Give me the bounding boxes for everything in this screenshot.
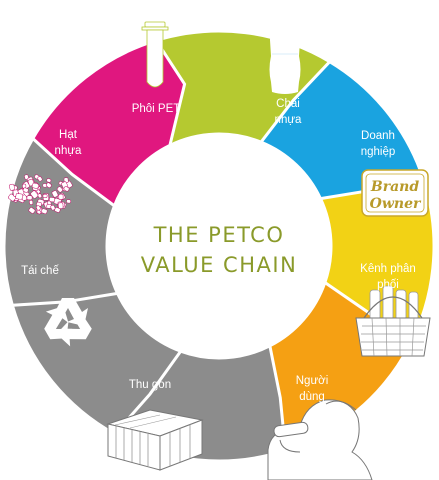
pellet — [9, 183, 15, 191]
center-disc — [107, 134, 331, 358]
pellet — [36, 209, 42, 215]
segment-3-label-line1: Doanh — [361, 130, 395, 142]
segment-4-label-line1: Kênh phân — [360, 263, 416, 275]
segment-4-label-line2: phối — [377, 279, 399, 291]
pellet — [63, 186, 70, 192]
pellet — [26, 195, 33, 201]
plastic-pellets-icon — [8, 174, 73, 215]
segment-5-label-line2: dùng — [299, 391, 325, 403]
segment-2-label-line1: Chai — [276, 98, 300, 110]
center-title-line2: VALUE CHAIN — [141, 253, 298, 277]
pellet — [58, 193, 64, 200]
pellet — [58, 202, 64, 209]
pellet — [15, 193, 23, 200]
pellet — [37, 193, 42, 199]
pellet — [28, 207, 36, 214]
pellet — [46, 178, 52, 183]
segment-5-label-line1: Người — [296, 375, 329, 387]
segment-3-label-line2: nghiệp — [361, 146, 396, 158]
segment-7-label-line1: Tái chế — [21, 265, 59, 277]
pellet — [45, 182, 52, 188]
pellet — [42, 193, 48, 198]
bottle-icon — [269, 0, 301, 94]
pellet — [37, 176, 43, 182]
pellet — [66, 199, 72, 204]
pellet — [36, 205, 41, 211]
pellet — [50, 204, 56, 211]
pellet — [30, 190, 39, 199]
segment-8-label-line1: Hạt — [59, 129, 78, 141]
segment-6-label-line1: Thu gon — [129, 379, 171, 391]
pellet — [22, 187, 29, 193]
preform-icon — [141, 21, 169, 88]
brand-owner-line2: Owner — [370, 196, 422, 212]
bale-icon — [106, 409, 204, 471]
pellet — [56, 186, 63, 193]
person-drinking-icon — [267, 399, 373, 480]
shopping-basket-icon — [355, 285, 431, 357]
segment-2-label-line2: nhựa — [275, 114, 302, 126]
pellet — [29, 200, 34, 205]
recycle-icon — [44, 298, 92, 347]
pellet — [49, 197, 56, 203]
brand-owner-icon: Brand Owner — [361, 169, 429, 217]
segment-1-label-line1: Phôi PET — [132, 103, 181, 115]
pellet — [51, 190, 59, 198]
pellet — [31, 182, 39, 189]
center-title-line1: THE PETCO — [153, 223, 285, 247]
brand-owner-line1: Brand — [370, 179, 419, 195]
segment-8-label-line2: nhựa — [55, 145, 82, 157]
